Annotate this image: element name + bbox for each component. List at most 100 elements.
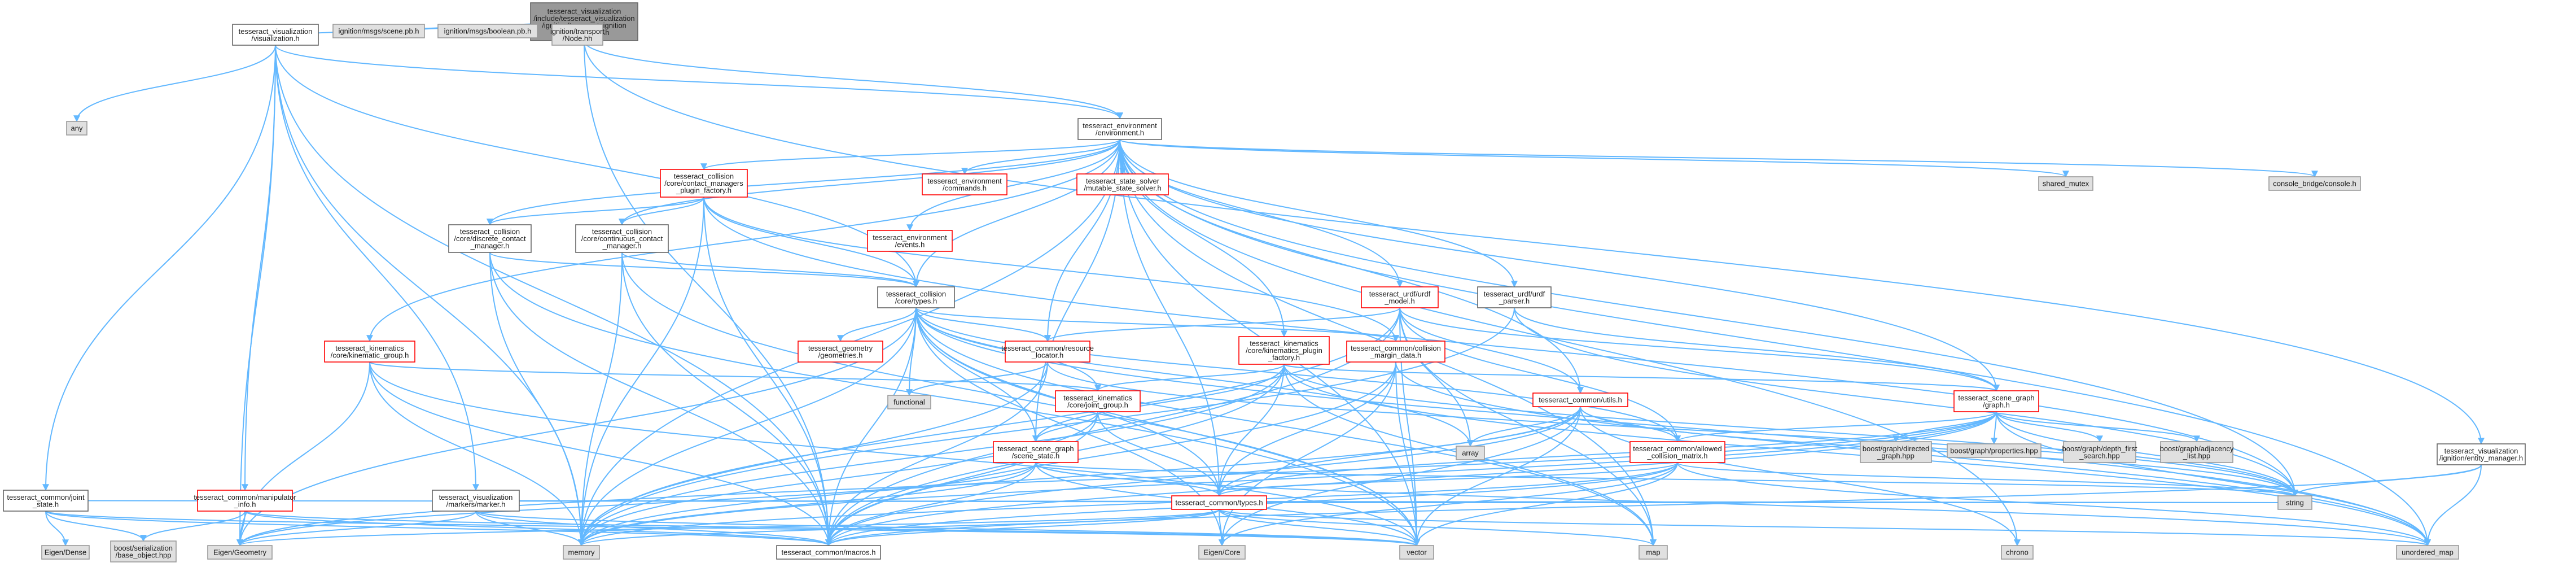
- edge-col_types-to-margin: [915, 307, 1399, 342]
- node-box: [1629, 441, 1725, 463]
- edge-env-to-col_types: [913, 139, 1120, 288]
- node-box: [1477, 286, 1552, 308]
- node-box: [1947, 443, 2041, 458]
- node-col_types[interactable]: tesseract_collision/core/types.h: [877, 286, 955, 308]
- node-label-line: tesseract_urdf/urdf: [1369, 290, 1431, 298]
- node-box: [41, 545, 90, 560]
- node-box: [1005, 341, 1090, 363]
- node-label-line: memory: [568, 548, 595, 557]
- node-string[interactable]: string: [2277, 495, 2312, 510]
- node-common_types[interactable]: tesseract_common/types.h: [1171, 495, 1267, 510]
- node-urdf_parser[interactable]: tesseract_urdf/urdf_parser.h: [1477, 286, 1552, 308]
- node-joint_state[interactable]: tesseract_common/joint_state.h: [3, 490, 89, 512]
- edge-env-to-kin_group: [366, 139, 1120, 342]
- node-res_locator[interactable]: tesseract_common/resource_locator.h: [1001, 341, 1094, 363]
- edge-kin_group-to-memory: [369, 361, 585, 547]
- node-eigen_dense[interactable]: Eigen/Dense: [41, 545, 90, 560]
- node-cm_factory[interactable]: tesseract_collision/core/contact_manager…: [660, 169, 748, 198]
- edge-col_types-to-acm: [915, 307, 1681, 443]
- node-env[interactable]: tesseract_environment/environment.h: [1077, 118, 1162, 140]
- edge-marker-to-vector: [475, 511, 1420, 547]
- node-label-line: tesseract_visualization: [547, 7, 621, 15]
- edge-vis-to-memory: [275, 45, 585, 547]
- edge-env-to-console: [1119, 139, 2318, 178]
- edge-cm_factory-to-memory: [578, 197, 704, 547]
- node-geometries[interactable]: tesseract_geometry/geometries.h: [798, 341, 883, 363]
- node-scene_graph[interactable]: tesseract_scene_graph/graph.h: [1953, 390, 2039, 412]
- node-vis[interactable]: tesseract_visualization/visualization.h: [232, 24, 319, 46]
- node-eigen_geom[interactable]: Eigen/Geometry: [207, 545, 273, 560]
- node-console[interactable]: console_bridge/console.h: [2268, 176, 2361, 191]
- node-label-line: array: [1462, 449, 1479, 457]
- node-box: [2063, 441, 2136, 463]
- node-memory[interactable]: memory: [563, 545, 600, 560]
- node-box: [1361, 286, 1439, 308]
- edge-common_types-to-memory: [578, 509, 1220, 547]
- edge-utils-to-chrono: [1580, 406, 2021, 547]
- edge-utils-to-macros: [825, 406, 1581, 547]
- node-box: [3, 490, 89, 512]
- node-map[interactable]: map: [1639, 545, 1668, 560]
- node-eigen_core[interactable]: Eigen/Core: [1198, 545, 1246, 560]
- node-bg_directed[interactable]: boost/graph/directed_graph.hpp: [1860, 441, 1932, 463]
- node-label-line: ignition/transport: [550, 27, 604, 36]
- node-bg_props[interactable]: boost/graph/properties.hpp: [1947, 443, 2041, 458]
- node-box: [1171, 495, 1267, 510]
- node-unordered_map[interactable]: unordered_map: [2396, 545, 2459, 560]
- node-scene_state[interactable]: tesseract_scene_graph/scene_state.h: [993, 441, 1079, 463]
- node-functional[interactable]: functional: [887, 395, 931, 409]
- node-label-line: tesseract_visualization: [2444, 447, 2518, 455]
- node-ign_bool[interactable]: ignition/msgs/boolean.pb.h: [437, 24, 538, 38]
- edge-kin_factory-to-scene_graph: [1283, 364, 2000, 392]
- node-label-line: tesseract_kinematics: [335, 344, 404, 352]
- edge-env-to-urdf: [1119, 139, 1403, 288]
- node-box: [660, 169, 748, 198]
- node-box: [1953, 390, 2039, 412]
- node-env_cmds[interactable]: tesseract_environment/commands.h: [922, 173, 1007, 195]
- node-label-line: Eigen/Geometry: [213, 548, 266, 557]
- edge-env-to-discrete: [487, 139, 1120, 226]
- edge-manip_info-to-macros: [244, 511, 832, 547]
- node-box: [867, 230, 953, 252]
- edge-env-to-unordered_map: [1119, 139, 2431, 547]
- node-acm[interactable]: tesseract_common/allowed_collision_matri…: [1629, 441, 1725, 463]
- node-box: [2160, 441, 2233, 463]
- node-utils[interactable]: tesseract_common/utils.h: [1532, 392, 1628, 407]
- edge-common_types-to-macros: [825, 509, 1220, 547]
- node-array[interactable]: array: [1456, 446, 1485, 460]
- edge-manip_info-to-boost_ser: [140, 511, 246, 542]
- node-kin_factory[interactable]: tesseract_kinematics/core/kinematics_plu…: [1238, 336, 1330, 365]
- node-box: [2396, 545, 2459, 560]
- node-env_events[interactable]: tesseract_environment/events.h: [867, 230, 953, 252]
- edge-continuous-to-memory: [578, 252, 623, 547]
- node-shared_mutex[interactable]: shared_mutex: [2038, 176, 2093, 191]
- node-discrete[interactable]: tesseract_collision/core/discrete_contac…: [448, 224, 532, 253]
- node-margin[interactable]: tesseract_common/collision_margin_data.h: [1346, 341, 1445, 363]
- node-urdf[interactable]: tesseract_urdf/urdf_model.h: [1361, 286, 1439, 308]
- node-manip_info[interactable]: tesseract_common/manipulator_info.h: [194, 490, 296, 512]
- node-macros[interactable]: tesseract_common/macros.h: [776, 545, 881, 560]
- node-bg_adj[interactable]: boost/graph/adjacency_list.hpp: [2160, 441, 2234, 463]
- node-box: [2268, 176, 2361, 191]
- node-marker[interactable]: tesseract_visualization/markers/marker.h: [432, 490, 520, 512]
- node-label-line: tesseract_collision: [460, 228, 520, 236]
- edge-env-to-urdf_parser: [1119, 139, 1518, 288]
- node-label-line: /core/discrete_contact: [454, 234, 526, 243]
- node-vector[interactable]: vector: [1399, 545, 1434, 560]
- node-label-line: tesseract_visualization: [239, 27, 313, 36]
- edge-kin_group-to-macros: [369, 361, 832, 547]
- node-bg_dfs[interactable]: boost/graph/depth_first_search.hpp: [2062, 441, 2137, 463]
- node-state_solver[interactable]: tesseract_state_solver/mutable_state_sol…: [1076, 173, 1169, 195]
- node-joint_group[interactable]: tesseract_kinematics/core/joint_group.h: [1055, 390, 1141, 412]
- node-entity[interactable]: tesseract_visualization/ignition/entity_…: [2437, 443, 2526, 465]
- node-kin_group[interactable]: tesseract_kinematics/core/kinematic_grou…: [324, 341, 415, 363]
- node-boost_ser[interactable]: boost/serialization/base_object.hpp: [110, 540, 177, 562]
- node-continuous[interactable]: tesseract_collision/core/continuous_cont…: [575, 224, 669, 253]
- node-label-line: /core/types.h: [895, 296, 937, 305]
- edge-root-to-env: [584, 40, 1123, 120]
- node-ign_scene[interactable]: ignition/msgs/scene.pb.h: [332, 24, 425, 38]
- node-any[interactable]: any: [66, 121, 87, 136]
- edge-joint_group-to-macros: [825, 411, 1098, 547]
- node-ign_node[interactable]: ignition/transport/Node.hh: [550, 24, 604, 46]
- node-chrono[interactable]: chrono: [2001, 545, 2034, 560]
